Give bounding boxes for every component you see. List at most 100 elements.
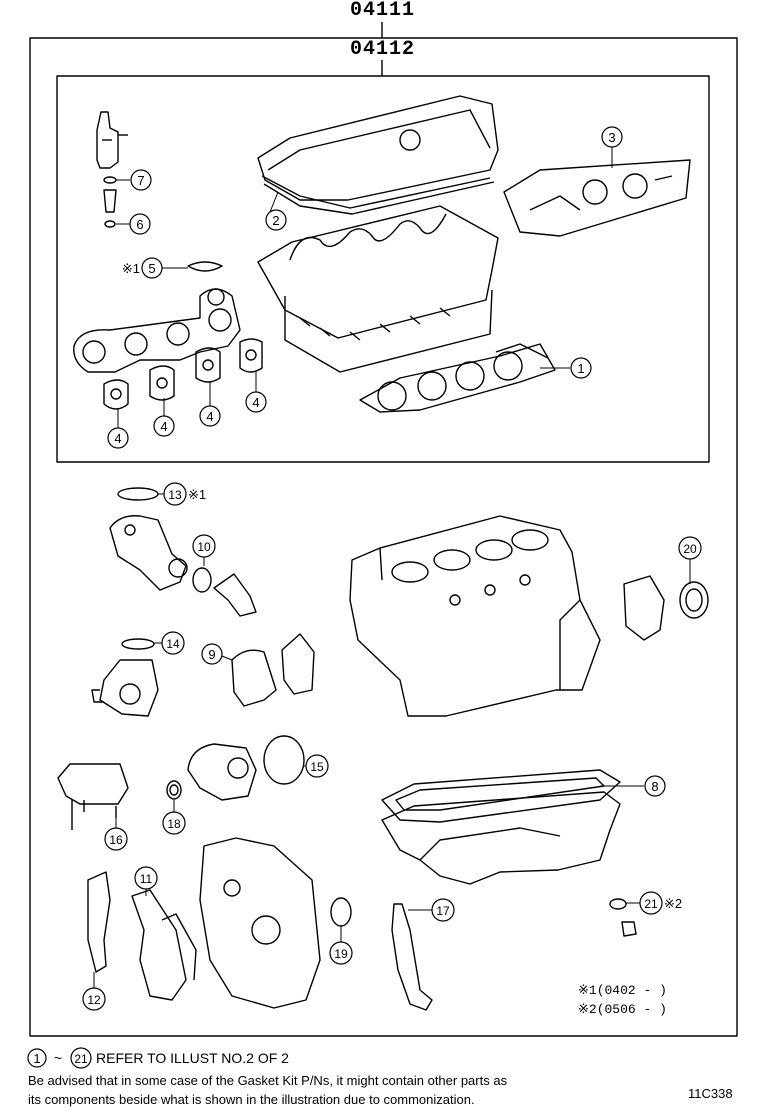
callout-5: 5 ※1 [122, 257, 163, 279]
exhaust-gaskets-drawing [103, 338, 263, 410]
water-pump-drawing [166, 743, 257, 801]
callout-label: 12 [87, 993, 101, 1007]
oil-pan-drawing [381, 769, 621, 885]
inner-kit-frame [56, 75, 710, 463]
callout-label: 1 [577, 361, 584, 376]
ref-to-label: 21 [74, 1052, 88, 1066]
rear-seal-retainer-drawing [623, 575, 709, 641]
cylinder-head-drawing [257, 205, 499, 373]
callout-label: 9 [208, 647, 215, 662]
gasket-9 [231, 649, 277, 707]
callout-label: 15 [310, 760, 324, 774]
callout-label: 10 [197, 540, 211, 554]
callout-mark: ※2 [664, 896, 682, 911]
callout-label: 4 [160, 419, 167, 434]
head-cover-gasket-2 [263, 181, 495, 215]
illustration-id: 11C338 [688, 1086, 733, 1101]
advisory-line-2: its components beside what is shown in t… [28, 1092, 475, 1107]
timing-gaskets-drawing [87, 871, 197, 1001]
callout-21: 21 ※2 [639, 891, 682, 915]
valve-gasket-3-drawing [503, 159, 691, 237]
callout-label: 13 [168, 488, 182, 502]
timing-case-drawing [199, 837, 321, 1009]
callout-label: 19 [334, 947, 348, 961]
ref-circle-from [27, 1048, 47, 1068]
callout-17: 17 [431, 898, 455, 922]
callout-label: 6 [136, 217, 143, 232]
callout-10: 10 [192, 534, 216, 558]
callout-15: 15 [305, 754, 329, 778]
ref-tilde: ~ [54, 1050, 62, 1066]
outer-kit-frame [29, 37, 738, 1037]
oil-pump-drawing [91, 659, 159, 717]
callout-7: 7 [130, 169, 152, 191]
water-housing-drawing [109, 515, 188, 591]
callout-label: 8 [651, 779, 658, 794]
callout-19: 19 [329, 941, 353, 965]
seal-10 [192, 567, 212, 593]
advisory-line-1: Be advised that in some case of the Gask… [28, 1073, 508, 1088]
callout-label: 18 [167, 817, 181, 831]
remark-2: ※2(0506 - ) [578, 1002, 667, 1017]
callout-label: 2 [272, 213, 279, 228]
callout-label: 11 [140, 872, 153, 886]
exhaust-manifold-drawing [73, 288, 241, 373]
callout-16: 16 [104, 827, 128, 851]
injector-drawing [96, 111, 128, 228]
callout-8: 8 [644, 775, 666, 797]
inner-kit-code: 04112 [350, 38, 416, 61]
callout-label: 4 [252, 395, 259, 410]
callout-label: 4 [206, 409, 213, 424]
callout-6: 6 [129, 213, 151, 235]
o-ring-13 [117, 487, 159, 501]
callout-11: 11 [134, 866, 158, 890]
callout-mark: ※1 [122, 261, 140, 276]
callout-14: 14 [161, 631, 185, 655]
remark-1-mark: ※1 [578, 983, 597, 998]
callout-label: 21 [644, 897, 658, 911]
o-ring-15 [263, 735, 305, 785]
callout-label: 4 [114, 431, 121, 446]
drain-plug-drawing [609, 898, 637, 937]
callout-4d: 4 [245, 391, 267, 413]
callout-label: 20 [683, 542, 697, 556]
remark-2-text: (0506 - ) [596, 1002, 667, 1017]
callout-label: 16 [109, 833, 123, 847]
dipstick-tube-drawing [391, 903, 433, 1011]
thermostat-housing [281, 633, 315, 695]
callout-12: 12 [82, 987, 106, 1011]
head-gasket-1-drawing [359, 343, 556, 413]
outer-kit-code: 04111 [350, 0, 416, 22]
seal-19 [330, 897, 352, 927]
callout-label: 7 [137, 173, 144, 188]
refer-to-text: REFER TO ILLUST NO.2 OF 2 [96, 1050, 289, 1066]
callout-label: 5 [148, 261, 155, 276]
callout-18: 18 [162, 811, 186, 835]
callout-20: 20 [678, 536, 702, 560]
callout-4a: 4 [107, 427, 129, 449]
remark-1-text: (0402 - ) [596, 983, 667, 998]
callout-9: 9 [201, 643, 223, 665]
cylinder-block-drawing [349, 515, 601, 717]
remark-2-mark: ※2 [578, 1002, 597, 1017]
oil-filter-bracket-drawing [57, 763, 129, 830]
outlet-pipe [213, 573, 257, 617]
callout-2: 2 [265, 209, 287, 231]
head-cover-drawing [257, 95, 499, 209]
callout-4c: 4 [199, 405, 221, 427]
callout-3: 3 [601, 126, 623, 148]
callout-1: 1 [570, 357, 592, 379]
callout-13: 13 ※1 [163, 482, 206, 506]
seal-18 [169, 784, 179, 796]
small-gasket-5 [187, 261, 223, 272]
callout-label: 17 [436, 904, 450, 918]
callout-mark: ※1 [188, 487, 206, 502]
callout-label: 3 [608, 130, 615, 145]
ref-circle-to [70, 1047, 92, 1069]
callout-4b: 4 [153, 415, 175, 437]
ref-from-label: 1 [33, 1051, 40, 1066]
o-ring-14 [121, 638, 155, 650]
remark-1: ※1(0402 - ) [578, 983, 667, 998]
callout-label: 14 [166, 637, 180, 651]
